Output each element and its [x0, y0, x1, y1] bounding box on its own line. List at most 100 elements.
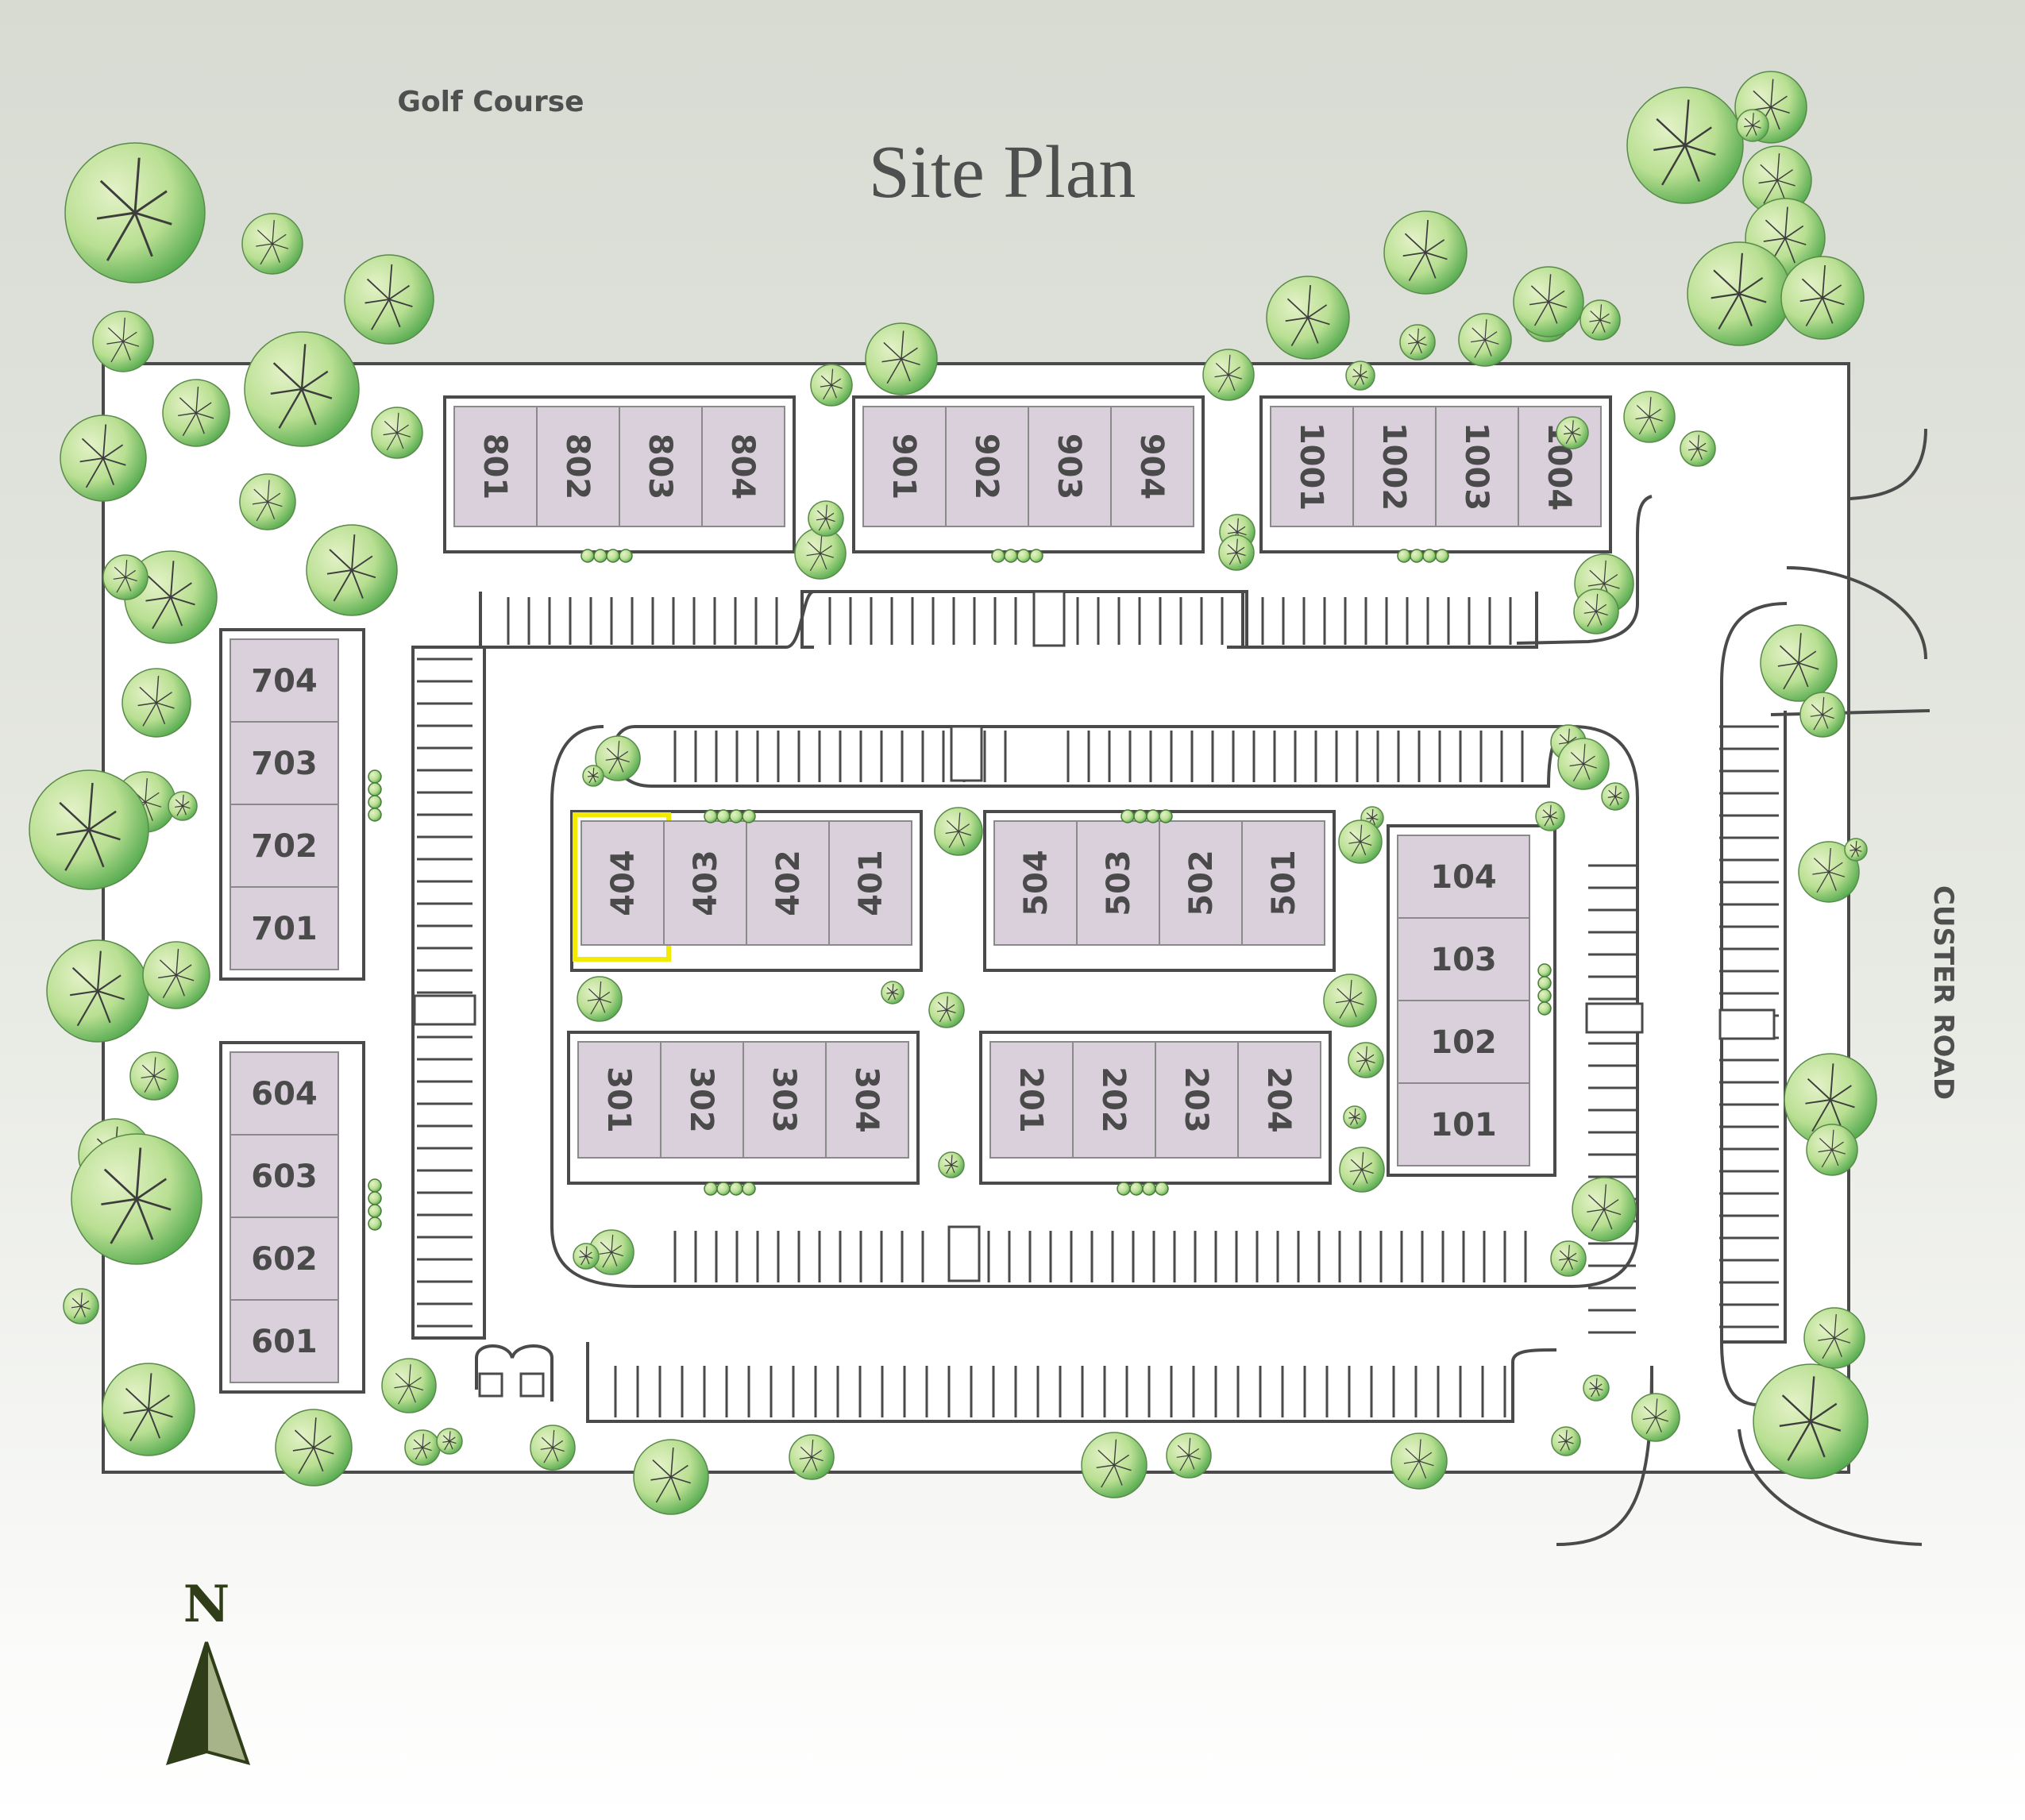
shrub: [1159, 809, 1173, 823]
tree-icon: [1799, 692, 1846, 738]
unit-302[interactable]: 302: [660, 1041, 744, 1159]
shrub: [368, 782, 382, 796]
unit-801[interactable]: 801: [453, 406, 538, 527]
unit-number: 501: [1266, 850, 1302, 916]
unit-number: 204: [1260, 1066, 1297, 1133]
unit-503[interactable]: 503: [1076, 820, 1160, 946]
tree-icon: [1583, 1375, 1610, 1402]
unit-304[interactable]: 304: [825, 1041, 909, 1159]
unit-number: 1002: [1375, 422, 1412, 511]
unit-604[interactable]: 604: [230, 1051, 339, 1136]
unit-shape: [1397, 1082, 1530, 1166]
shrub: [368, 769, 382, 784]
tree-icon: [1680, 430, 1716, 467]
unit-203[interactable]: 203: [1155, 1041, 1239, 1159]
unit-901[interactable]: 901: [862, 406, 947, 527]
tree-icon: [1266, 276, 1350, 360]
shrub: [368, 795, 382, 809]
unit-502[interactable]: 502: [1159, 820, 1243, 946]
unit-104[interactable]: 104: [1397, 835, 1530, 919]
tree-icon: [1798, 841, 1860, 903]
unit-number: 104: [1430, 859, 1497, 896]
tree-icon: [582, 765, 604, 787]
unit-shape: [453, 406, 538, 527]
unit-number: 402: [770, 850, 807, 916]
unit-802[interactable]: 802: [536, 406, 620, 527]
unit-number: 503: [1101, 850, 1137, 916]
tree-icon: [1081, 1432, 1148, 1498]
unit-shape: [1352, 406, 1437, 527]
unit-102[interactable]: 102: [1397, 1000, 1530, 1084]
road-curves: [1516, 428, 1930, 1546]
unit-number: 1003: [1458, 422, 1495, 511]
shrub: [1016, 549, 1031, 563]
unit-1003[interactable]: 1003: [1435, 406, 1519, 527]
unit-702[interactable]: 702: [230, 804, 339, 888]
unit-704[interactable]: 704: [230, 638, 339, 723]
unit-number: 202: [1095, 1066, 1132, 1133]
unit-number: 602: [251, 1241, 318, 1278]
unit-301[interactable]: 301: [577, 1041, 662, 1159]
unit-103[interactable]: 103: [1397, 917, 1530, 1001]
shrub: [368, 1204, 382, 1218]
shrub: [1029, 549, 1043, 563]
unit-902[interactable]: 902: [945, 406, 1029, 527]
unit-202[interactable]: 202: [1072, 1041, 1156, 1159]
unit-303[interactable]: 303: [742, 1041, 827, 1159]
tree-icon: [244, 331, 360, 447]
unit-404[interactable]: 404: [573, 812, 671, 962]
unit-shape: [1241, 820, 1325, 946]
tree-icon: [633, 1439, 709, 1515]
unit-1001[interactable]: 1001: [1270, 406, 1354, 527]
accessible-space: [1585, 1002, 1644, 1034]
unit-204[interactable]: 204: [1237, 1041, 1321, 1159]
tree-icon: [404, 1429, 441, 1466]
unit-101[interactable]: 101: [1397, 1082, 1530, 1166]
tree-icon: [789, 1434, 835, 1480]
shrub: [593, 549, 608, 563]
unit-number: 404: [605, 850, 642, 916]
building-400: 404 403 402 401: [570, 810, 923, 972]
unit-number: 303: [766, 1066, 802, 1133]
unit-703[interactable]: 703: [230, 721, 339, 805]
unit-403[interactable]: 403: [663, 820, 747, 946]
unit-504[interactable]: 504: [993, 820, 1078, 946]
accessible-parking-spaces: [413, 590, 1776, 1282]
unit-904[interactable]: 904: [1110, 406, 1194, 527]
tree-icon: [865, 322, 938, 395]
shrub: [606, 549, 620, 563]
unit-shape: [1397, 835, 1530, 919]
shrub: [1537, 1001, 1552, 1016]
building-500: 504 503 502 501: [983, 810, 1336, 972]
unit-603[interactable]: 603: [230, 1134, 339, 1218]
unit-shape: [701, 406, 785, 527]
page-title: Site Plan: [869, 131, 1136, 214]
shrub: [729, 809, 743, 823]
tree-icon: [64, 142, 206, 283]
unit-903[interactable]: 903: [1028, 406, 1112, 527]
unit-shape: [1072, 1041, 1156, 1159]
unit-804[interactable]: 804: [701, 406, 785, 527]
unit-602[interactable]: 602: [230, 1217, 339, 1301]
shrub: [991, 549, 1005, 563]
unit-601[interactable]: 601: [230, 1299, 339, 1383]
unit-701[interactable]: 701: [230, 886, 339, 970]
unit-1002[interactable]: 1002: [1352, 406, 1437, 527]
tree-icon: [881, 981, 904, 1004]
unit-shape: [230, 1051, 339, 1136]
unit-401[interactable]: 401: [828, 820, 912, 946]
unit-501[interactable]: 501: [1241, 820, 1325, 946]
unit-402[interactable]: 402: [746, 820, 830, 946]
tree-icon: [1580, 299, 1621, 341]
tree-icon: [1844, 838, 1868, 862]
unit-number: 1001: [1293, 422, 1329, 511]
tree-icon: [306, 524, 398, 616]
tree-icon: [63, 1288, 99, 1325]
unit-number: 302: [683, 1066, 719, 1133]
unit-number: 101: [1430, 1107, 1497, 1143]
unit-803[interactable]: 803: [619, 406, 703, 527]
tree-icon: [1631, 1393, 1680, 1442]
shrub: [1004, 549, 1018, 563]
unit-201[interactable]: 201: [989, 1041, 1074, 1159]
